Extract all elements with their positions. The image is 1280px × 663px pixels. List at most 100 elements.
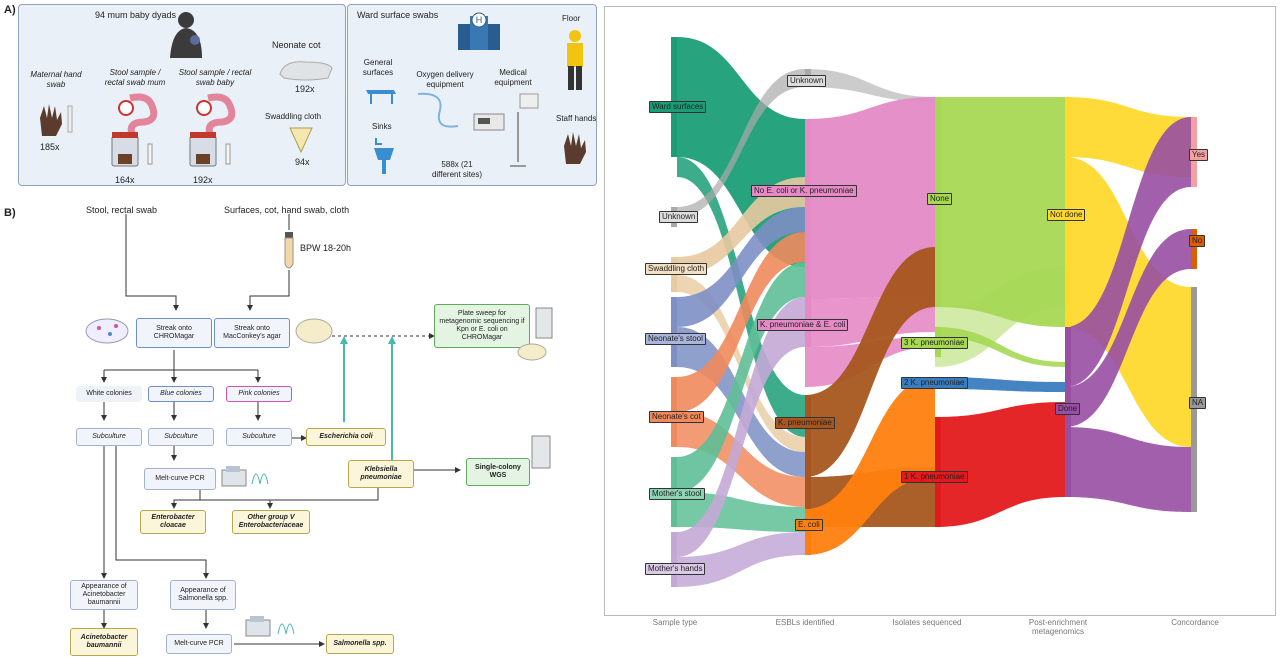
wgs-box: Single-colony WGS [466,458,530,486]
sankey-diagram [671,37,1197,587]
petri-dish-icon-1 [85,318,129,344]
flow-unknown-unknown [677,69,805,217]
node-esbl-ec [805,509,811,555]
blue-colonies-box: Blue colonies [148,386,214,402]
flow-mstool-none [677,262,805,492]
flow-swaddle-none [677,177,805,275]
table-icon [366,90,396,104]
node-mother_hands [671,532,677,587]
node-esbl-none [805,119,811,299]
flow-done-no [1065,229,1191,427]
flow-none-none [805,97,935,299]
staff-hand-icon [564,132,586,164]
label-conc-na: NA [1189,397,1207,409]
flow-ward-kp [677,157,805,437]
hospital-icon: H [458,12,500,50]
label-mother-hands: Mother's hands [645,563,706,575]
stool-mum-count: 164x [115,175,135,185]
label-swaddling: Swaddling cloth [645,263,708,275]
flow-done-yes [1065,117,1191,387]
sinks-label: Sinks [372,122,392,131]
label-meta-notdone: Not done [1047,209,1086,221]
mother-baby-icon [170,12,202,58]
flow-ec-1kp [805,377,935,555]
enterobacter-box: Enterobacter cloacae [140,510,206,534]
node-ward [671,37,677,157]
stage-label-1: ESBLs identified [775,618,835,627]
maternal-hand-label: Maternal hand swab [30,70,82,89]
pink-colonies-box: Pink colonies [226,386,292,402]
label-conc-yes: Yes [1189,149,1209,161]
flow-2kp-done [935,377,1065,392]
bpw-tube-icon [284,232,294,269]
label-iso-2kp: 2 K. pneumoniae [901,377,968,389]
label-esbl-none: No E. coli or K. pneumoniae [751,185,857,197]
flow-neocot-kp [677,412,805,507]
label-iso-none: None [927,193,953,205]
ward-title: Ward surface swabs [357,10,439,20]
svg-text:H: H [476,15,483,25]
subculture-box-1: Subculture [76,428,142,446]
bpw-label: BPW 18-20h [300,243,352,253]
label-mother-stool: Mother's stool [649,488,705,500]
plate-sweep-box: Plate sweep for metagenomic sequencing i… [434,304,530,348]
flow-neocot-none [677,232,805,412]
flow-notdone-na [1065,157,1191,447]
stool-baby-count: 192x [193,175,213,185]
mum-baby-title: 94 mum baby dyads [95,10,177,20]
label-neonate-cot: Neonate's cot [649,411,704,423]
medical-equipment-icon [473,93,539,167]
cloth-icon [289,127,313,154]
label-conc-no: No [1189,235,1206,247]
flow-mhands-kpec [677,297,805,557]
ward-count: 588x (21 different sites) [431,160,483,179]
label-iso-1kp: 1 K. pneumoniae [901,471,968,483]
flow-none-notdone [935,97,1065,327]
flow-unknown-none [805,69,935,102]
flow-mhands-ec [677,532,805,587]
surface-input-label: Surfaces, cot, hand swab, cloth [224,205,350,215]
general-label: General surfaces [362,58,394,77]
sequencer-icon-2 [531,435,551,469]
swaddling-count: 94x [295,157,310,167]
melt-curve-pcr-box-1: Melt-curve PCR [144,468,216,490]
melt-curve-pcr-box-2: Melt-curve PCR [166,634,232,654]
node-conc-no [1191,229,1197,269]
klebsiella-box: Klebsiella pneumoniae [348,460,414,488]
stage-label-3: Post-enrichment metagenomics [1028,618,1088,636]
appearance-salmonella-box: Appearance of Salmonella spp. [170,580,236,610]
neonate-cot-count: 192x [295,84,315,94]
petri-dish-icon-2 [295,318,333,344]
appearance-acinetobacter-box: Appearance of Acinetobacter baumannii [70,580,138,610]
pcr-machine-icon-1 [221,466,269,487]
macconkey-box: Streak onto MacConkey's agar [214,318,290,348]
stage-label-2: Isolates sequenced [892,618,962,627]
floor-label: Floor [562,14,581,23]
cot-icon [279,61,333,81]
stool-input-label: Stool, rectal swab [86,205,158,215]
staff-hands-label: Staff hands [556,114,597,123]
sequencer-icon-1 [517,307,553,361]
neonate-cot-label: Neonate cot [272,40,321,50]
stool-baby-label: Stool sample / rectal swab baby [178,68,252,87]
label-iso-3kp: 3 K. pneumoniae [901,337,968,349]
label-esbl-kp: K. pneumoniae [775,417,835,429]
oxygen-icon [417,92,459,128]
pcr-machine-icon-2 [245,616,295,637]
label-neonate-stool: Neonate's stool [645,333,706,345]
hand-icon [40,104,73,136]
chromagar-box: Streak onto CHROMagar [136,318,212,348]
panel-b-letter: B) [4,207,16,219]
flow-done-na [1065,427,1191,512]
label-esbl-unknown: Unknown [787,75,827,87]
stool-baby-icon [189,93,236,167]
swaddling-label: Swaddling cloth [265,112,322,121]
label-ward-surfaces: Ward surfaces [649,101,707,113]
node-neo_stool [671,297,677,367]
stool-mum-icon [111,93,158,167]
salmonella-box: Salmonella spp. [326,634,394,654]
white-colonies-box: White colonies [76,386,142,402]
subculture-box-3: Subculture [226,428,292,446]
flow-1kp-done [935,402,1065,527]
acinetobacter-box: Acinetobacter baumannii [70,628,138,656]
